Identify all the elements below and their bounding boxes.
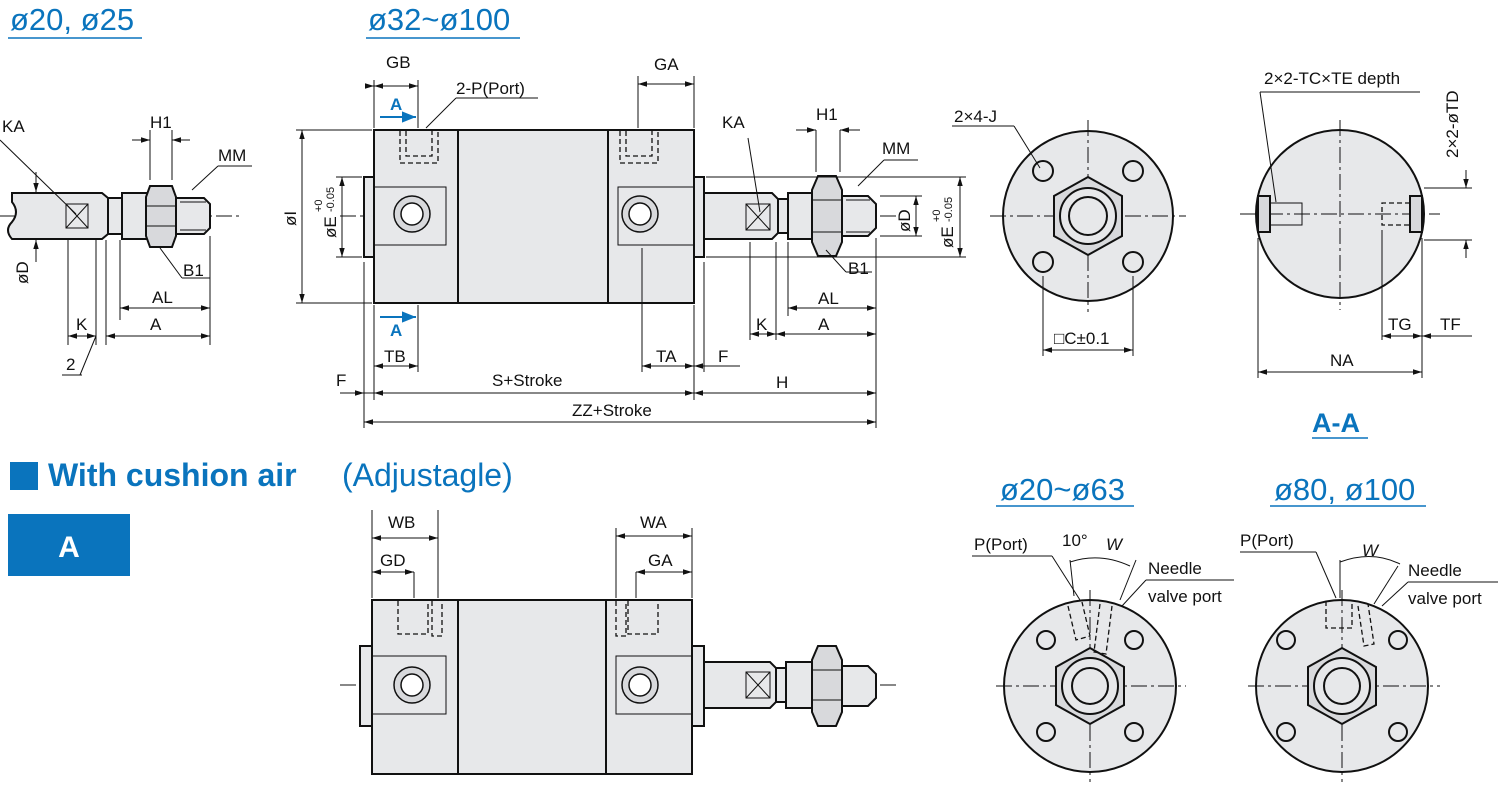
label-F-left: F: [336, 371, 346, 390]
label-K: K: [76, 315, 88, 334]
label-S-stroke: S+Stroke: [492, 371, 562, 390]
front-view: [952, 120, 1186, 356]
label-needle-large-2: valve port: [1408, 589, 1482, 608]
label-tol-plus-right: +0: [931, 209, 943, 222]
label-phiE-right: øE: [938, 226, 957, 248]
label-port: 2-P(Port): [456, 79, 525, 98]
label-needle-large-1: Needle: [1408, 561, 1462, 580]
label-NA: NA: [1330, 351, 1354, 370]
label-GB: GB: [386, 53, 411, 72]
label-B1-right: B1: [848, 259, 869, 278]
label-C: □C±0.1: [1054, 329, 1110, 348]
cushion-front-view-large: [1240, 551, 1498, 782]
variant-badge: [8, 514, 130, 576]
heading-d32-100: ø32~ø100: [368, 2, 510, 37]
label-A: A: [150, 315, 162, 334]
section-arrow-label-top: A: [390, 95, 402, 114]
label-phiD-right: øD: [895, 209, 914, 232]
label-4J: 2×4-J: [954, 107, 997, 126]
label-phiE: øE: [321, 216, 340, 238]
label-ZZ-stroke: ZZ+Stroke: [572, 401, 652, 420]
label-H1-right: H1: [816, 105, 838, 124]
section-square-icon: [10, 462, 38, 490]
heading-d20-63: ø20~ø63: [1000, 472, 1125, 507]
label-H1: H1: [150, 113, 172, 132]
label-KA: KA: [2, 117, 25, 136]
section-view-aa: [1240, 91, 1472, 378]
label-WB: WB: [388, 513, 415, 532]
label-phiI: øI: [281, 211, 300, 226]
label-2: 2: [66, 355, 75, 374]
label-GA: GA: [654, 55, 679, 74]
cushion-title-paren: (Adjustagle): [342, 457, 513, 493]
variant-badge-label: A: [58, 531, 80, 564]
label-phiD: øD: [13, 261, 32, 284]
section-aa-title: A-A: [1312, 408, 1360, 438]
rod-end-detail-small: [0, 130, 252, 376]
label-tol-minus: -0.05: [325, 187, 337, 212]
label-10-deg: 10°: [1062, 531, 1088, 550]
label-MM: MM: [218, 146, 246, 165]
label-K-right: K: [756, 315, 768, 334]
section-arrow-label-bottom: A: [390, 321, 402, 340]
label-AL: AL: [152, 288, 173, 307]
label-needle-small-1: Needle: [1148, 559, 1202, 578]
label-B1: B1: [183, 261, 204, 280]
label-TA: TA: [656, 347, 677, 366]
label-AL-right: AL: [818, 289, 839, 308]
heading-d80-100: ø80, ø100: [1274, 472, 1415, 507]
label-W-small: W: [1106, 535, 1124, 554]
label-TG: TG: [1388, 315, 1412, 334]
label-TD: 2×2-øTD: [1443, 90, 1462, 158]
label-tol-plus: +0: [313, 199, 325, 212]
cushion-title-bold: With cushion air: [48, 457, 297, 493]
label-tol-minus-right: -0.05: [943, 197, 955, 222]
heading-d20-25: ø20, ø25: [10, 2, 134, 37]
label-GD: GD: [380, 551, 406, 570]
label-needle-small-2: valve port: [1148, 587, 1222, 606]
label-W-large: W: [1362, 541, 1380, 560]
cushion-front-view-small: [972, 555, 1234, 782]
label-WA: WA: [640, 513, 667, 532]
label-KA-right: KA: [722, 113, 745, 132]
label-H: H: [776, 373, 788, 392]
label-A-right: A: [818, 315, 830, 334]
label-TB: TB: [384, 347, 406, 366]
cushion-side-view: [340, 510, 900, 775]
cylinder-side-view: [296, 76, 966, 428]
label-GA-cushion: GA: [648, 551, 673, 570]
label-TF: TF: [1440, 315, 1461, 334]
label-TC-TE: 2×2-TC×TE depth: [1264, 69, 1400, 88]
label-F-right: F: [718, 347, 728, 366]
label-MM-right: MM: [882, 139, 910, 158]
label-P-port-large: P(Port): [1240, 531, 1294, 550]
label-P-port-small: P(Port): [974, 535, 1028, 554]
